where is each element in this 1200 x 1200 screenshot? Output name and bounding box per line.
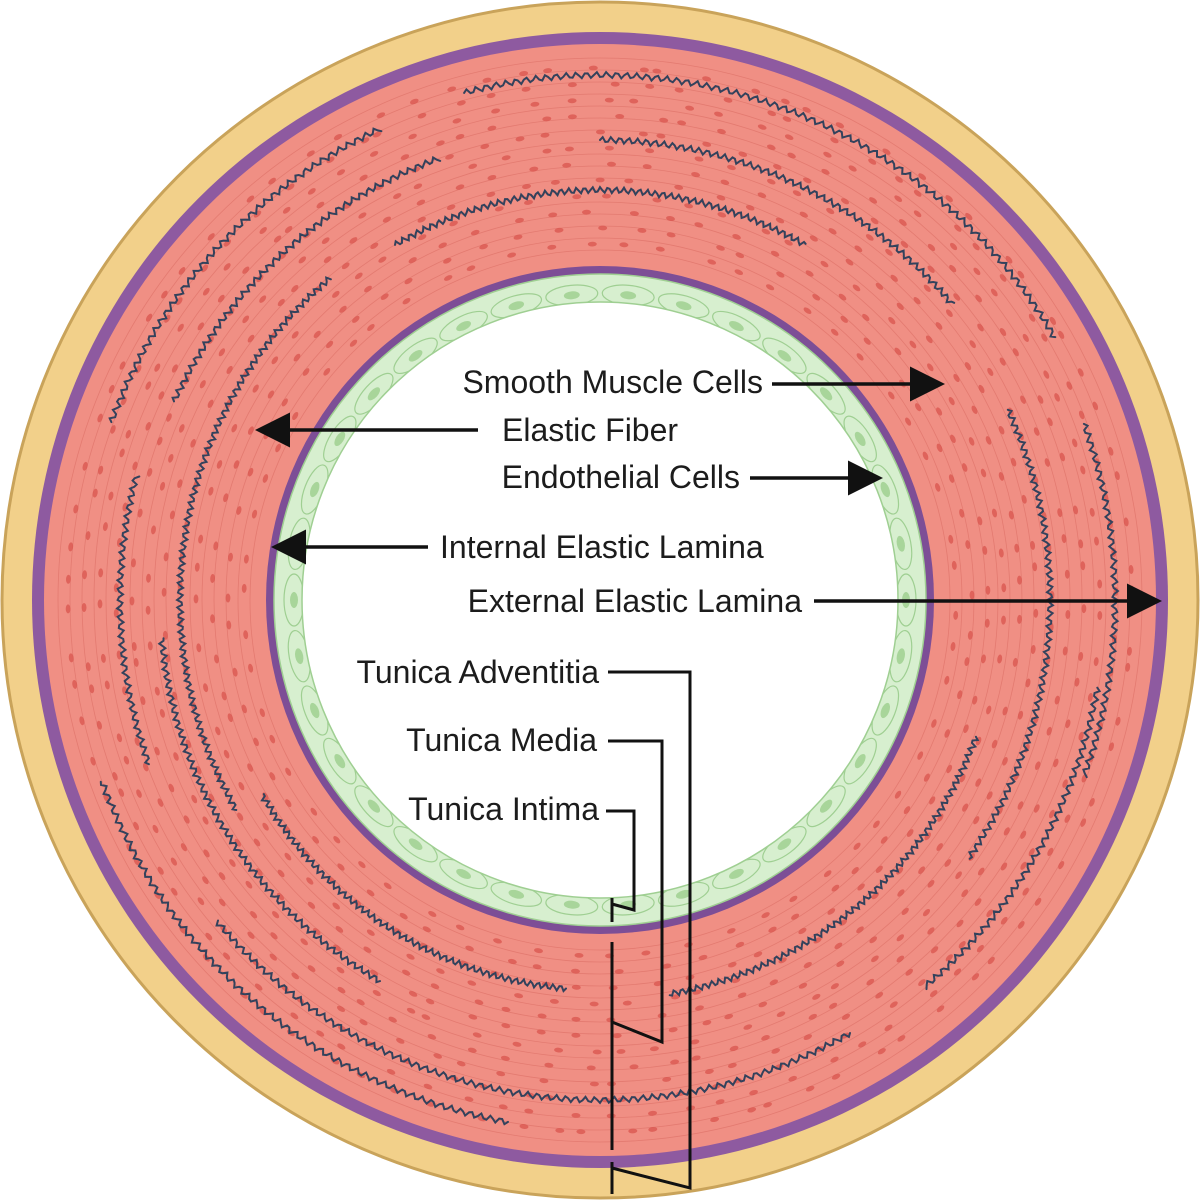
label-external-elastic-lamina: External Elastic Lamina [468,583,803,619]
label-elastic-fiber: Elastic Fiber [502,412,678,448]
label-endothelial-cells: Endothelial Cells [502,459,740,495]
bracket-tunica-intima [606,809,636,922]
label-internal-elastic-lamina: Internal Elastic Lamina [440,529,764,565]
bracket-tunica-adventitia [608,670,692,1194]
smooth-muscle-nuclei [65,65,1135,1135]
label-tunica-adventitia: Tunica Adventitia [356,654,599,690]
elastic-fibers [99,70,1120,1126]
label-tunica-intima: Tunica Intima [408,791,599,827]
label-smooth-muscle-cells: Smooth Muscle Cells [462,364,763,400]
label-tunica-media: Tunica Media [406,722,597,758]
bracket-tunica-media [608,739,664,1150]
leaders [255,366,1162,1194]
